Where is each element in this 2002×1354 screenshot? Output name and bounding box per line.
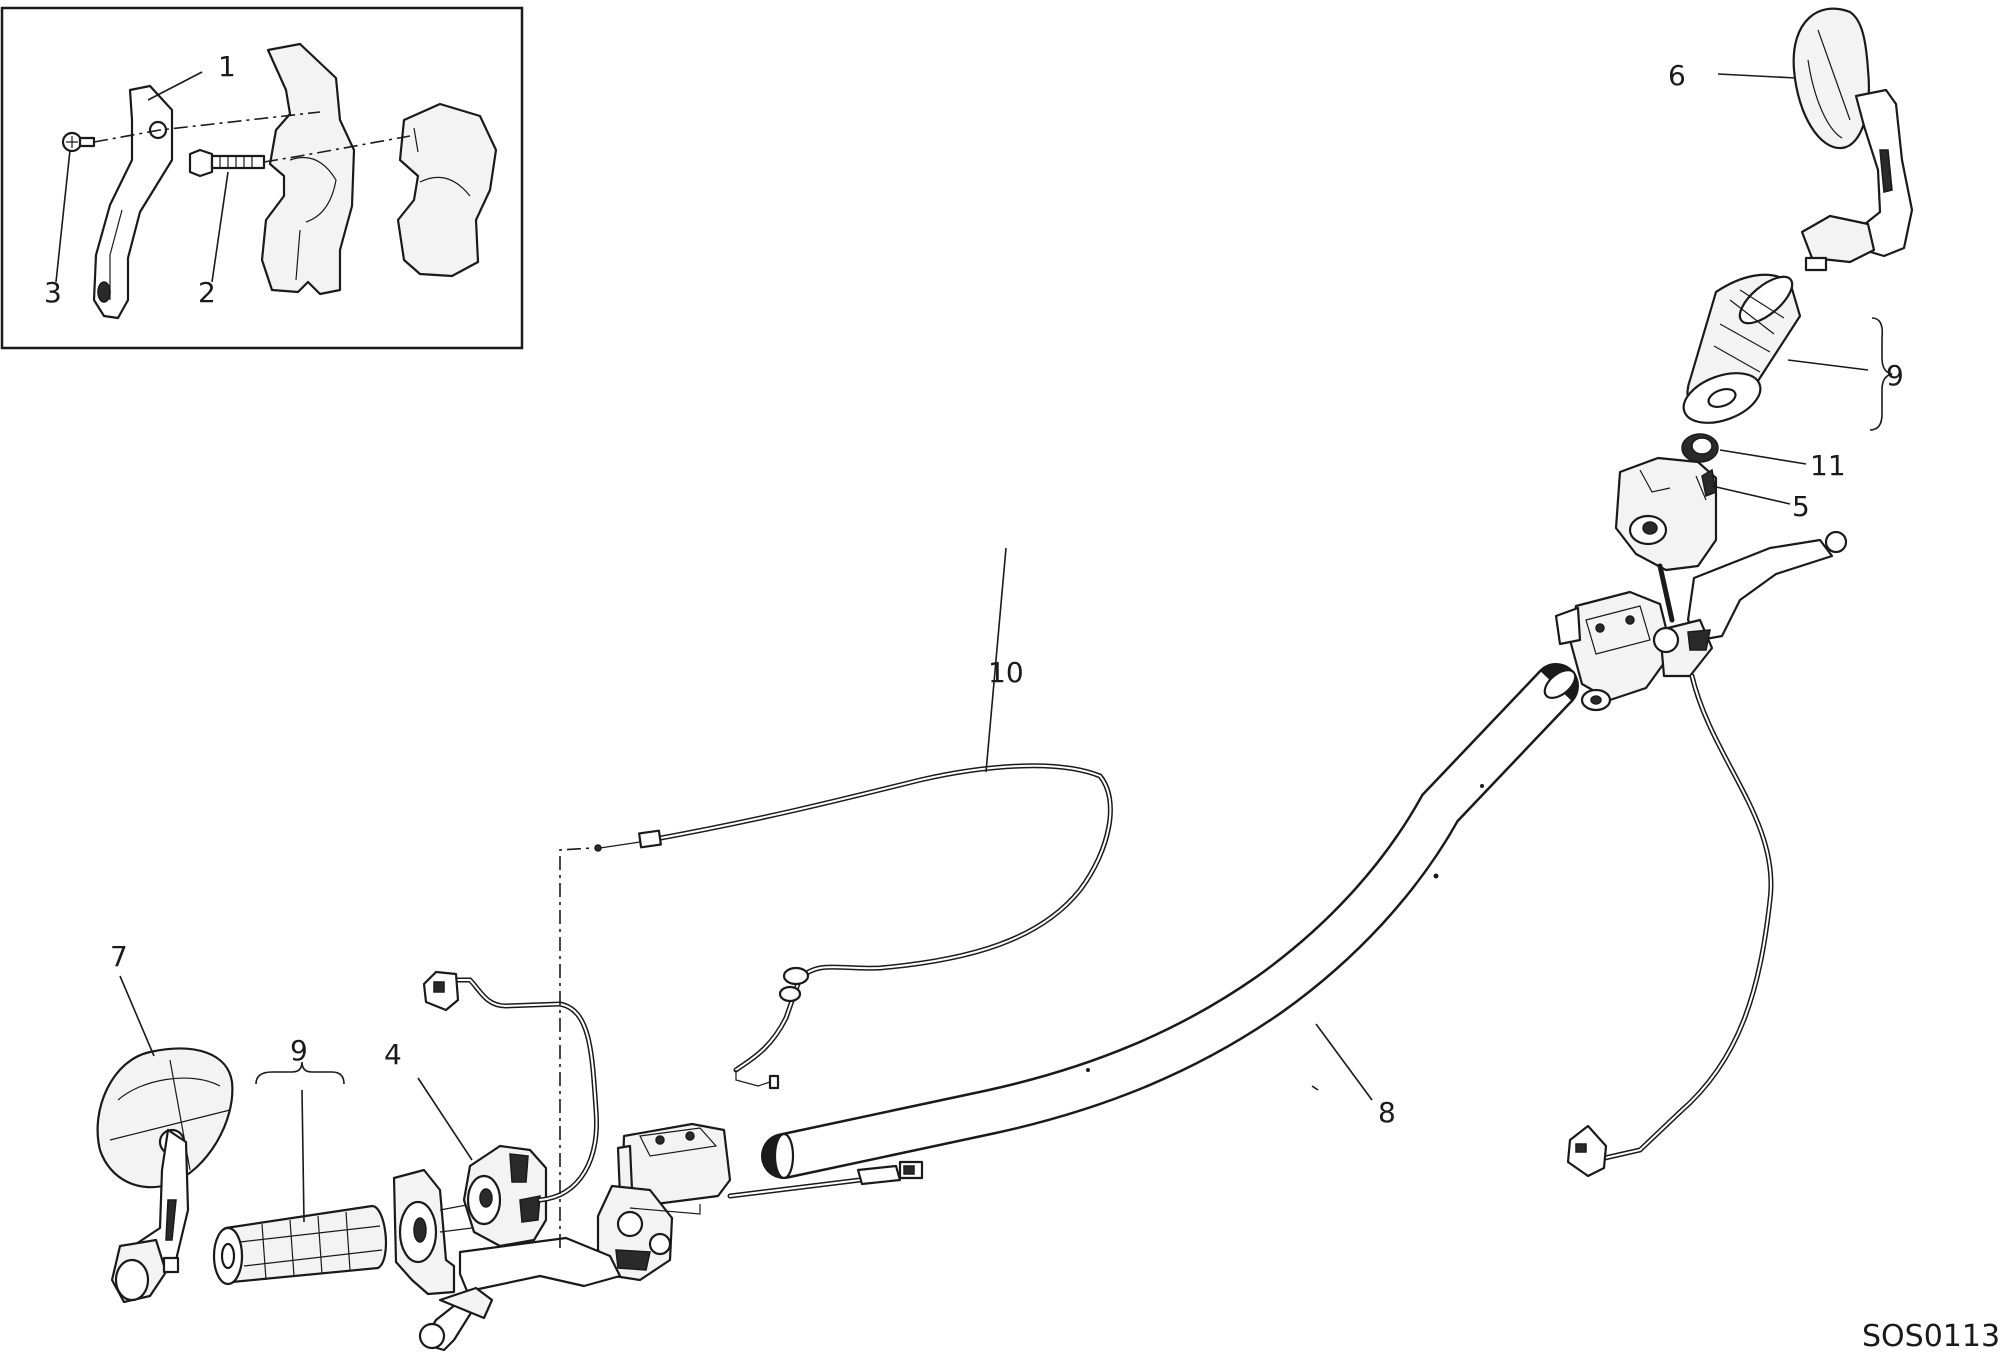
callout-label: 1 <box>218 50 236 83</box>
handlebar-mark <box>1480 784 1484 788</box>
inset-screw <box>61 131 96 153</box>
inset-leader-1 <box>147 71 203 101</box>
callout-label: 3 <box>44 276 62 309</box>
callout-label: 10 <box>988 656 1024 689</box>
left-switch-cable <box>422 970 600 1203</box>
bracket-9-right <box>1869 317 1893 431</box>
right-grip <box>1682 273 1893 431</box>
right-mirror <box>1717 7 1914 272</box>
callout-label: 2 <box>198 276 216 309</box>
left-mirror <box>96 975 234 1304</box>
bracket-9-left <box>255 1061 345 1085</box>
leader-5 <box>1711 485 1791 505</box>
leader-4 <box>417 1077 473 1161</box>
inset-leader-2 <box>211 171 229 283</box>
inset-clamp-recess <box>289 156 337 281</box>
callout-label: 7 <box>110 940 128 973</box>
leader-10 <box>985 547 1007 773</box>
handlebar-tube-fill <box>779 671 1571 1177</box>
handlebar-tube-outline <box>761 663 1579 1179</box>
handlebar <box>761 663 1579 1180</box>
right-cable-to-switch <box>1657 563 1675 623</box>
leader-11 <box>1719 449 1807 465</box>
handlebar-end-right <box>1543 669 1577 699</box>
left-clutch-assembly <box>418 1122 732 1352</box>
leader-9-left <box>301 1089 305 1223</box>
right-switch-cable <box>1566 673 1774 1178</box>
lower-cable <box>727 1160 924 1199</box>
left-switch <box>417 1077 548 1248</box>
leader-7 <box>119 975 155 1057</box>
leader-8 <box>1311 1023 1373 1101</box>
callout-label: 9 <box>1886 359 1904 392</box>
drawing-code: SOS01137 <box>1862 1319 2002 1354</box>
throttle-cable <box>594 547 1113 1090</box>
callout-label: 4 <box>384 1038 402 1071</box>
leader-9-right <box>1787 359 1869 371</box>
right-switch <box>1614 456 1791 572</box>
inset-axis-lower <box>263 135 411 163</box>
right-mirror-mount <box>1800 214 1876 264</box>
callout-label: 11 <box>1810 449 1846 482</box>
inset-clamp-cap-recess <box>413 127 471 197</box>
inset-leader-3 <box>55 149 71 283</box>
handlebar-mark <box>1086 1068 1090 1072</box>
leader-6 <box>1717 73 1797 79</box>
left-throttle-housing <box>392 1168 473 1296</box>
inset-axis-upper <box>93 111 321 143</box>
callout-label: 9 <box>290 1034 308 1067</box>
assembly-axis-line <box>559 847 593 1248</box>
right-brake-assembly <box>1554 530 1848 712</box>
left-grip <box>212 1061 388 1286</box>
inset-bracket-edge <box>109 209 123 300</box>
callout-label: 6 <box>1668 59 1686 92</box>
inset-bracket <box>92 84 174 320</box>
inset-bracket-slot <box>97 281 111 303</box>
inset-clamp <box>260 42 356 296</box>
inset-detail: 1 2 3 <box>0 6 524 350</box>
callout-label: 8 <box>1378 1096 1396 1129</box>
spacer-ring <box>1681 433 1807 465</box>
inset-clamp-cap <box>396 102 498 278</box>
callout-label: 5 <box>1792 490 1810 523</box>
handlebar-mark <box>1433 873 1439 879</box>
handlebar-end-left <box>773 1132 795 1180</box>
